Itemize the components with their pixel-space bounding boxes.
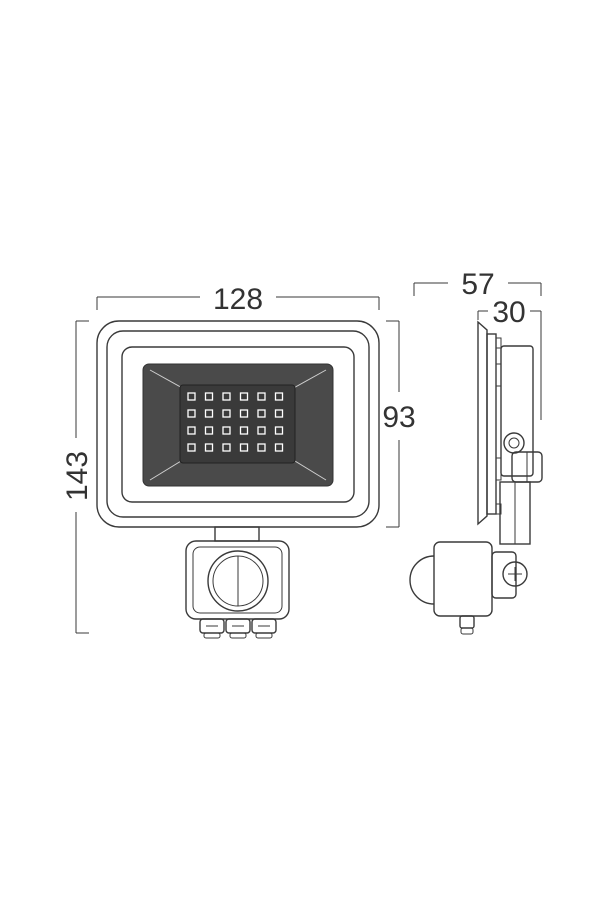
- led-chip: [222, 409, 231, 418]
- led-chip: [187, 392, 196, 401]
- motion-sensor-lens: [207, 550, 269, 612]
- bracket-neck: [214, 526, 260, 542]
- side-sensor-joint: [491, 551, 517, 599]
- side-sensor-housing: [433, 541, 493, 617]
- led-chip: [222, 443, 231, 452]
- adjustment-knobs: [199, 618, 277, 639]
- led-chip: [204, 426, 214, 435]
- dimension-depth-label: 57: [461, 268, 494, 301]
- led-chip: [274, 426, 284, 435]
- dimension-width-label: 128: [213, 283, 263, 316]
- led-chip: [257, 409, 266, 418]
- sensor-housing-inner: [192, 546, 283, 614]
- dimension-total-height-label: 143: [61, 451, 94, 501]
- glass-frame: [121, 346, 355, 503]
- led-chip: [274, 392, 284, 401]
- pivot-screw: [502, 561, 528, 587]
- led-chip: [222, 426, 231, 435]
- led-chip: [204, 392, 214, 401]
- side-sensor-dome: [409, 555, 435, 605]
- dimension-body-height: 93: [382, 320, 416, 528]
- housing-inner: [106, 330, 370, 518]
- side-knob: [503, 432, 525, 454]
- led-chip: [187, 443, 196, 452]
- led-chip: [274, 443, 284, 452]
- led-chip: [239, 443, 249, 452]
- led-chip: [239, 392, 249, 401]
- side-view: 57 30: [409, 268, 543, 635]
- led-grid: [187, 392, 284, 452]
- led-chip: [204, 409, 214, 418]
- led-chip: [204, 443, 214, 452]
- led-chip: [187, 409, 196, 418]
- dimension-body-depth: 30: [477, 296, 542, 420]
- side-housing-body: [486, 333, 497, 515]
- dimension-body-depth-label: 30: [492, 296, 525, 329]
- led-chip: [274, 409, 284, 418]
- dimension-width: 128: [96, 283, 380, 316]
- led-chip: [257, 443, 266, 452]
- led-chip: [257, 392, 266, 401]
- dimension-depth: 57: [413, 268, 542, 301]
- front-view: 128 93 143: [61, 283, 416, 639]
- dimension-body-height-label: 93: [382, 401, 415, 434]
- side-heatsink: [500, 345, 534, 477]
- led-chip: [187, 426, 196, 435]
- side-housing-front: [477, 320, 488, 526]
- led-chip: [257, 426, 266, 435]
- led-chip: [222, 392, 231, 401]
- led-chip: [239, 426, 249, 435]
- dimension-total-height: 143: [61, 320, 94, 634]
- led-chip: [239, 409, 249, 418]
